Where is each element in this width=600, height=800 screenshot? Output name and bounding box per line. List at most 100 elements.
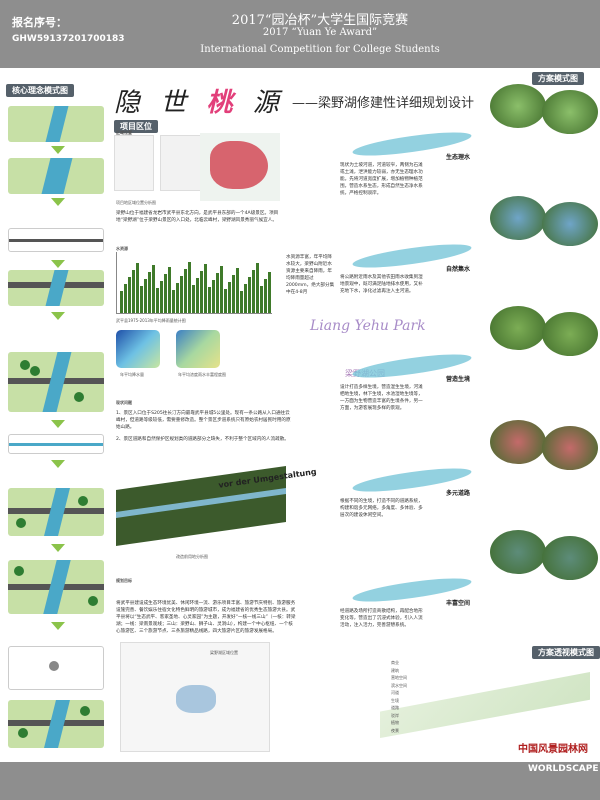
concept-step-1 bbox=[8, 106, 104, 142]
goal-text: 将武平县建设成生态环境优美、休闲环境一流、游乐项目丰富、旅游节庆特别、旅游服务设… bbox=[116, 601, 296, 634]
location-heading: 项目区位 bbox=[114, 120, 158, 133]
perspective-model bbox=[380, 672, 590, 738]
mode-label: 多元道路 bbox=[445, 490, 470, 497]
mode-photo bbox=[490, 196, 546, 240]
footer-band bbox=[0, 762, 600, 800]
rainfall-bar bbox=[136, 263, 139, 313]
arrow-down-icon bbox=[51, 420, 65, 428]
site-map bbox=[200, 133, 280, 201]
layer-label: 河道 bbox=[391, 690, 399, 695]
concept-step-3 bbox=[8, 228, 104, 252]
climate-label: 水资源 bbox=[116, 246, 128, 251]
arrow-down-icon bbox=[51, 260, 65, 268]
rainfall-bar bbox=[180, 276, 183, 313]
rainfall-bar bbox=[236, 268, 239, 313]
mode-photo bbox=[490, 530, 546, 574]
title-peach-char: 桃 bbox=[206, 88, 239, 118]
rainfall-bar bbox=[252, 270, 255, 313]
layer-label: 建筑 bbox=[391, 667, 399, 673]
park-logo-script: Liang Yehu Park bbox=[310, 318, 426, 334]
rainfall-bar bbox=[140, 286, 143, 313]
rainfall-bar bbox=[148, 272, 151, 313]
layer-label: 驳岸 bbox=[391, 712, 399, 718]
competition-title-cn: 2017“园冶杯”大学生国际竞赛 bbox=[231, 13, 409, 28]
rainfall-bar bbox=[224, 289, 227, 313]
mode-photo bbox=[542, 426, 598, 470]
mode-label: 自然集水 bbox=[445, 266, 470, 273]
analysis-caption: 改造前用地分析图 bbox=[176, 554, 208, 559]
rainfall-bar bbox=[128, 277, 131, 313]
competition-header: 报名序号： GHW59137201700183 2017“园冶杯”大学生国际竞赛… bbox=[0, 0, 600, 68]
rainfall-bar bbox=[200, 271, 203, 313]
mode-text: 现状为土坡河道，河道较窄，两侧为石滩或土滩，泄洪能力较弱，亦无生态理水功能。先将… bbox=[340, 163, 423, 196]
issue-text-2: 2、景区道路和自然保护区规划类的道路部分之缺失，不利于整个区域内的人流疏散。 bbox=[116, 437, 289, 442]
rainfall-bar bbox=[232, 275, 235, 313]
layer-label: 生境 bbox=[391, 697, 399, 703]
mode-text: 设计打造多样生境，营造湿生生境，河滩栖地生境，林下生境，水池湿地生境等，一方面为… bbox=[340, 385, 423, 411]
rainfall-bar bbox=[204, 264, 207, 313]
mode-photo bbox=[490, 84, 546, 128]
registration-label: 报名序号： bbox=[12, 16, 67, 29]
rainfall-bar bbox=[244, 284, 247, 313]
rainfall-bar bbox=[176, 283, 179, 313]
rainfall-bar bbox=[220, 266, 223, 313]
province-map bbox=[114, 135, 154, 191]
layer-label: 植物 bbox=[391, 720, 399, 725]
mode-photo bbox=[542, 312, 598, 356]
rainfall-bar bbox=[188, 262, 191, 313]
rainfall-bar bbox=[268, 272, 271, 313]
mode-photo bbox=[542, 90, 598, 134]
arrow-down-icon bbox=[51, 622, 65, 630]
map-caption-2: 年平均浓度雨水丰富程度图 bbox=[178, 372, 226, 377]
arrow-down-icon bbox=[51, 146, 65, 154]
concept-step-10 bbox=[8, 700, 104, 748]
mode-photo bbox=[542, 202, 598, 246]
concept-step-6 bbox=[8, 434, 104, 454]
layer-label: 滨水空间 bbox=[391, 682, 407, 688]
rainfall-bar bbox=[196, 278, 199, 313]
rainfall-bar bbox=[248, 277, 251, 313]
concept-step-5 bbox=[8, 352, 104, 412]
title-part-3: 源 bbox=[238, 88, 285, 118]
worldscape-logo: WORLDSCAPE bbox=[528, 764, 599, 774]
area-caption: 梁野湖区域位置 bbox=[210, 650, 238, 655]
mode-text: 将公路附近雨水及其他农田雨水收集到湿地景观中，既可满足陆地排水使用，又补充地下水… bbox=[340, 275, 423, 294]
arrow-down-icon bbox=[51, 460, 65, 468]
goal-label: 规划目标 bbox=[116, 578, 132, 583]
layer-label: 商业 bbox=[391, 660, 399, 665]
rainfall-bar bbox=[240, 291, 243, 313]
rainfall-bar bbox=[216, 273, 219, 313]
layer-label: 夜景 bbox=[391, 727, 399, 733]
rainfall-bar bbox=[160, 281, 163, 313]
rainfall-bar bbox=[192, 285, 195, 313]
rainfall-bar bbox=[260, 286, 263, 313]
concept-step-2 bbox=[8, 158, 104, 194]
concept-step-7 bbox=[8, 488, 104, 536]
rainfall-bar bbox=[212, 280, 215, 313]
layer-label: 营地空间 bbox=[391, 675, 407, 680]
precipitation-map bbox=[116, 330, 160, 368]
issues-label: 现状问题 bbox=[116, 400, 132, 405]
rainfall-chart bbox=[116, 252, 272, 314]
regional-map bbox=[120, 642, 270, 752]
issue-text-1: 1、景区入口位于S205往长汀方向最靠武平县城5公里处。现有一条公路从入口通往云… bbox=[116, 411, 291, 430]
location-label: 区域位置 bbox=[116, 130, 132, 135]
rainfall-bar bbox=[256, 263, 259, 313]
mode-photo bbox=[490, 420, 546, 464]
mode-text: 根据不同的生境，打造不同的道路系统，构建和谐多元网络，多角度、多体验、多层次的建… bbox=[340, 499, 423, 518]
rainfall-bar bbox=[164, 274, 167, 313]
title-part-1: 隐 世 bbox=[114, 88, 207, 118]
competition-title-en: 2017 “Yuan Ye Award” bbox=[262, 27, 378, 38]
rainfall-bar bbox=[208, 287, 211, 313]
competition-subtitle-en: International Competition for College St… bbox=[200, 44, 440, 55]
rainfall-bar bbox=[152, 265, 155, 313]
mode-photo bbox=[542, 536, 598, 580]
arrow-down-icon bbox=[51, 312, 65, 320]
registration-id: GHW59137201700183 bbox=[12, 34, 125, 44]
rainfall-bar bbox=[144, 279, 147, 313]
location-caption: 项目地区域位置分析图 bbox=[116, 200, 156, 205]
concept-diagram-column bbox=[8, 90, 106, 750]
rainfall-bar bbox=[120, 291, 123, 313]
concept-heading: 核心理念模式图 bbox=[6, 84, 74, 97]
modes-heading: 方案模式图 bbox=[532, 72, 584, 85]
